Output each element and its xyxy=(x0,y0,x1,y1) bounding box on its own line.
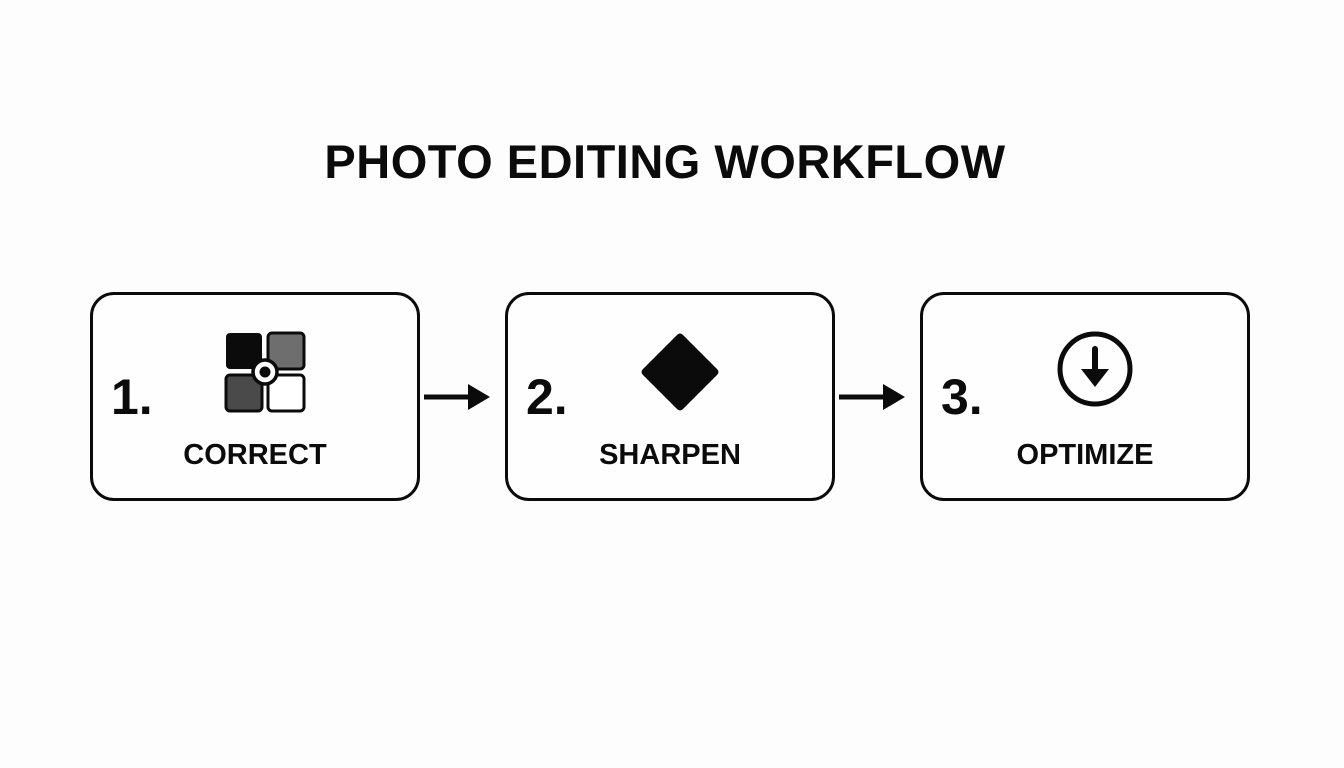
step-label: OPTIMIZE xyxy=(1016,439,1154,471)
step-label: CORRECT xyxy=(183,439,327,471)
step-number: 1. xyxy=(111,369,153,425)
step-number: 2. xyxy=(526,369,568,425)
step-optimize: 3. OPTIMIZE xyxy=(920,292,1250,501)
diamond-icon xyxy=(637,329,723,415)
step-number: 3. xyxy=(941,369,983,425)
diagram-title: PHOTO EDITING WORKFLOW xyxy=(324,135,1006,188)
download-circle-icon xyxy=(1052,329,1138,415)
arrow-right-icon xyxy=(422,380,494,414)
arrow-right-icon xyxy=(837,380,909,414)
step-sharpen: 2. SHARPEN xyxy=(505,292,835,501)
color-adjust-grid-icon xyxy=(222,329,308,415)
step-correct: 1. CORRECT xyxy=(90,292,420,501)
step-label: SHARPEN xyxy=(599,439,741,471)
